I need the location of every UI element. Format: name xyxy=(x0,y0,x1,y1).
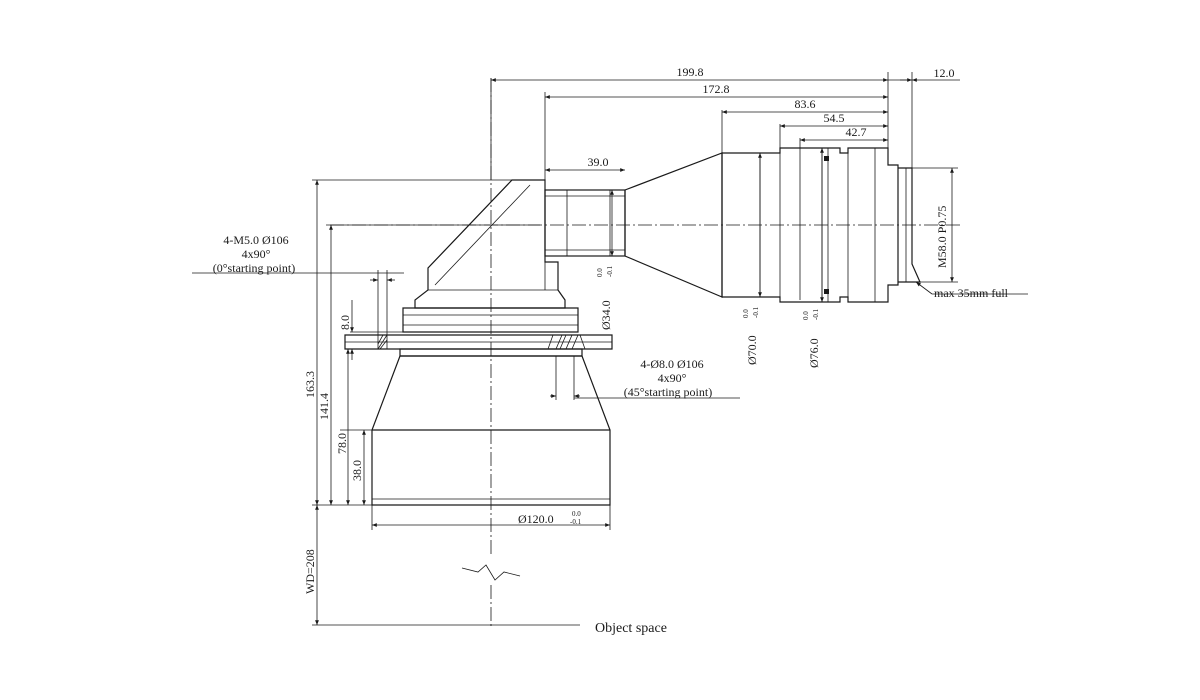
holes-top-line1: 4-M5.0 Ø106 xyxy=(223,233,288,247)
tol-lower-76: -0.1 xyxy=(812,308,820,320)
dim-height-38: 38.0 xyxy=(350,460,364,481)
tol-upper-76: 0.0 xyxy=(802,311,810,320)
dim-overall-length: 199.8 xyxy=(677,65,704,79)
dim-dia-34: Ø34.0 xyxy=(599,300,613,330)
dim-top xyxy=(490,72,960,180)
tol-lower-70: -0.1 xyxy=(752,306,760,318)
prism-housing xyxy=(414,179,566,309)
holes-top-line2: 4x90° xyxy=(242,247,271,261)
break-symbol xyxy=(461,564,521,581)
dim-length-172: 172.8 xyxy=(703,82,730,96)
dim-dia-120: Ø120.0 xyxy=(518,512,554,526)
svg-text:M58.0 P0.75: M58.0 P0.75 xyxy=(935,206,949,268)
dim-dia-70: Ø70.0 xyxy=(745,335,759,365)
holes-bottom-line2: 4x90° xyxy=(658,371,687,385)
dim-length-42: 42.7 xyxy=(846,125,867,139)
dim-dia-76: Ø76.0 xyxy=(807,338,821,368)
svg-text:Ø76.0: Ø76.0 xyxy=(807,338,821,368)
dim-neck-39: 39.0 xyxy=(588,155,609,169)
dim-height-141: 141.4 xyxy=(317,393,331,420)
neck-tube xyxy=(544,189,626,257)
dim-length-54: 54.5 xyxy=(824,111,845,125)
dim-working-distance: WD=208 xyxy=(303,549,317,594)
holes-top-line3: (0°starting point) xyxy=(213,261,295,275)
dim-left xyxy=(312,179,580,626)
dim-height-78: 78.0 xyxy=(335,433,349,454)
dim-length-83: 83.6 xyxy=(795,97,816,111)
tol-upper-34: 0.0 xyxy=(596,268,604,277)
tol-upper-70: 0.0 xyxy=(742,309,750,318)
dim-thread: M58.0 P0.75 xyxy=(935,206,949,268)
svg-text:Ø34.0: Ø34.0 xyxy=(599,300,613,330)
tol-lower-34: -0.1 xyxy=(606,265,614,277)
tol-lower-120: -0.1 xyxy=(570,518,582,526)
dim-height-8: 8.0 xyxy=(338,315,352,330)
mounting-flange xyxy=(344,307,613,357)
holes-bottom-line3: (45°starting point) xyxy=(624,385,712,399)
max-sensor-label: max 35mm full xyxy=(934,286,1009,300)
dim-height-163: 163.3 xyxy=(303,371,317,398)
object-space-label: Object space xyxy=(595,621,667,636)
svg-text:Ø70.0: Ø70.0 xyxy=(745,335,759,365)
holes-bottom-line1: 4-Ø8.0 Ø106 xyxy=(640,357,703,371)
dim-back-12: 12.0 xyxy=(934,66,955,80)
tol-upper-120: 0.0 xyxy=(572,510,581,518)
